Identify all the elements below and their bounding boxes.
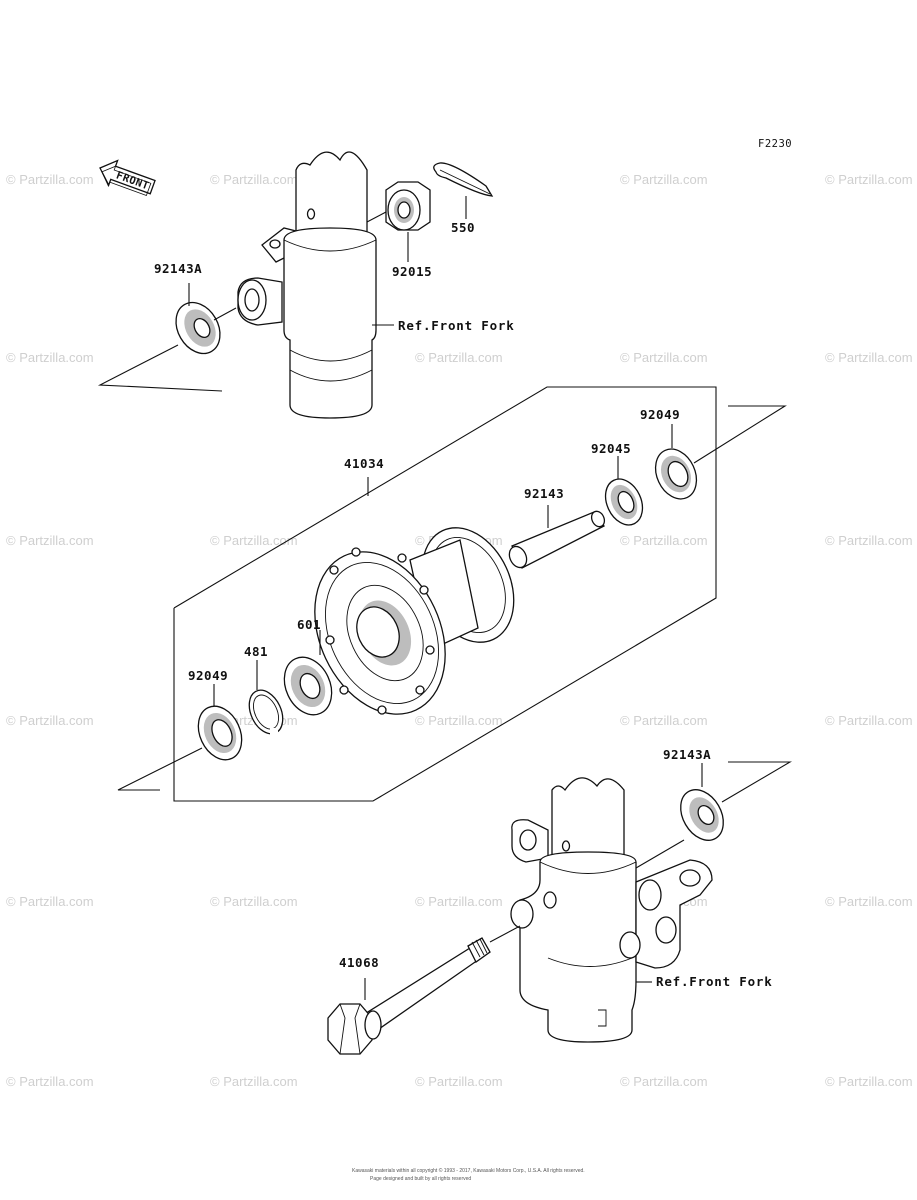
watermark: © Partzilla.com [6, 713, 94, 728]
label-601: 601 [297, 617, 321, 632]
watermark: © Partzilla.com [825, 350, 913, 365]
part-601-bearing [283, 656, 333, 716]
watermark: © Partzilla.com [620, 713, 708, 728]
figure-code: F2230 [758, 138, 792, 150]
front-fork-top [237, 151, 377, 419]
label-41034: 41034 [344, 456, 384, 471]
watermark: © Partzilla.com [210, 172, 298, 187]
watermark: © Partzilla.com [825, 894, 913, 909]
part-550-cotter-pin [433, 162, 494, 197]
label-92049-right: 92049 [640, 407, 680, 422]
watermark: © Partzilla.com [415, 1074, 503, 1089]
watermark: © Partzilla.com [825, 533, 913, 548]
part-41034-hub [314, 527, 515, 715]
watermark: © Partzilla.com [825, 713, 913, 728]
footer-line-1: Kawasaki materials within all copyright … [352, 1167, 585, 1174]
watermark: © Partzilla.com [620, 533, 708, 548]
part-92049-seal-left [197, 705, 243, 761]
label-92045: 92045 [591, 441, 631, 456]
label-550: 550 [451, 220, 475, 235]
label-92143A-top: 92143A [154, 261, 202, 276]
watermark: © Partzilla.com [210, 894, 298, 909]
label-481: 481 [244, 644, 268, 659]
label-92049-left: 92049 [188, 668, 228, 683]
part-92045-bearing [604, 478, 644, 526]
part-92015-nut [385, 181, 431, 231]
watermark: © Partzilla.com [210, 1074, 298, 1089]
watermark: © Partzilla.com [6, 894, 94, 909]
watermark: © Partzilla.com [415, 713, 503, 728]
watermark: © Partzilla.com [825, 172, 913, 187]
watermark: © Partzilla.com [415, 894, 503, 909]
watermark: © Partzilla.com [620, 350, 708, 365]
part-92049-seal-right [654, 448, 698, 500]
watermark: © Partzilla.com [825, 1074, 913, 1089]
front-arrow-icon: FRONT [99, 159, 156, 197]
label-ref-front-fork-bottom: Ref.Front Fork [656, 974, 773, 989]
label-92015: 92015 [392, 264, 432, 279]
watermark: © Partzilla.com [415, 350, 503, 365]
hub-group-frame [173, 386, 717, 802]
footer-line-2: Page designed and built by all rights re… [370, 1176, 471, 1182]
front-fork-bottom [510, 777, 713, 1043]
watermark: © Partzilla.com [6, 1074, 94, 1089]
label-ref-front-fork-top: Ref.Front Fork [398, 318, 515, 333]
watermark: © Partzilla.com [620, 172, 708, 187]
label-92143: 92143 [524, 486, 564, 501]
part-41068-axle [327, 937, 491, 1055]
label-41068: 41068 [339, 955, 379, 970]
part-92143A-collar-bottom [680, 789, 724, 841]
watermark: © Partzilla.com [620, 1074, 708, 1089]
watermark: © Partzilla.com [6, 533, 94, 548]
watermark: © Partzilla.com [6, 172, 94, 187]
part-92143-collar [508, 510, 606, 569]
label-92143A-bottom: 92143A [663, 747, 711, 762]
watermark: © Partzilla.com [6, 350, 94, 365]
part-92143A-collar-top [175, 301, 221, 355]
part-481-circlip [248, 689, 284, 738]
watermark: © Partzilla.com [210, 533, 298, 548]
